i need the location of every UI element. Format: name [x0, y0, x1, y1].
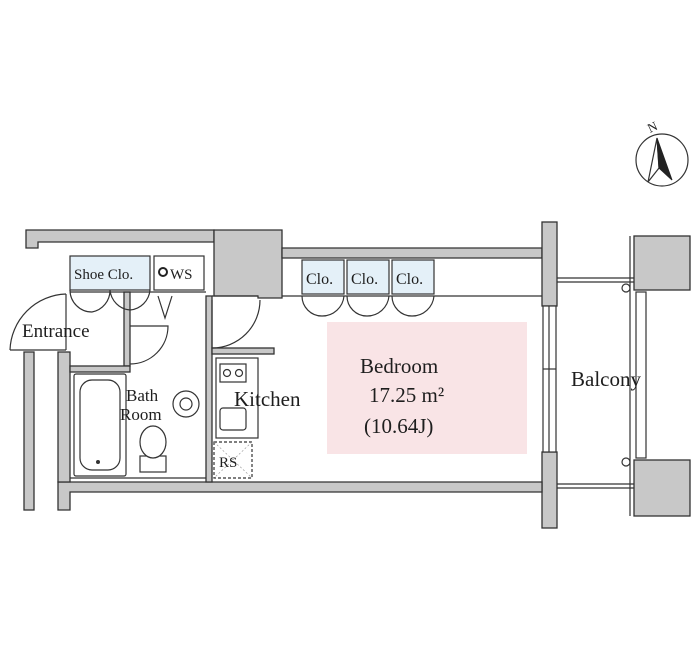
compass-circle — [635, 133, 689, 187]
wall-top-left — [25, 229, 215, 249]
ws-v-mark — [157, 295, 173, 320]
stove-icon — [219, 363, 247, 383]
bedroom-name: Bedroom — [360, 354, 438, 378]
closet-label-1: Clo. — [306, 271, 333, 288]
wall-top-right — [281, 247, 543, 259]
shoe-closet — [69, 255, 151, 313]
closet-label-3: Clo. — [396, 271, 423, 288]
shoe-closet-label: Shoe Clo. — [74, 267, 133, 283]
wall-shaft — [213, 229, 283, 299]
wall-kitchen-top — [211, 347, 275, 355]
wall-right-lower — [541, 451, 558, 529]
bath-door — [129, 325, 169, 365]
entrance-label: Entrance — [22, 321, 90, 342]
bedroom-area: 17.25 m² — [369, 383, 444, 407]
entrance-door — [9, 293, 67, 351]
north-arrow-icon — [647, 137, 673, 183]
interior-lines — [70, 291, 542, 479]
closets — [301, 259, 435, 317]
shoe-closet-box — [69, 255, 151, 291]
wall-entrance-side — [23, 351, 35, 511]
bath-label-line1: Bath — [126, 386, 159, 405]
balcony-railing — [635, 291, 647, 459]
kitchen-label: Kitchen — [234, 387, 301, 411]
kitchen-door — [211, 299, 261, 349]
ws-label: WS — [170, 267, 193, 283]
bedroom-jo: (10.64J) — [364, 414, 433, 438]
tub-drain-icon — [96, 460, 100, 464]
drain-icon — [158, 267, 168, 277]
sink-icon — [219, 407, 247, 431]
closet-1 — [301, 259, 345, 295]
closet-2 — [346, 259, 390, 295]
balcony-partition-top — [633, 235, 691, 291]
balcony-window — [542, 305, 557, 453]
bedroom-highlight — [327, 322, 527, 454]
rs-box — [213, 441, 253, 479]
wall-right-upper — [541, 221, 558, 307]
balcony-partition-bottom — [633, 459, 691, 517]
balcony-label: Balcony — [571, 367, 641, 391]
toilet-bowl-icon — [139, 425, 167, 459]
washing-space — [153, 255, 205, 320]
wall-bath-ceiling — [69, 365, 131, 373]
compass-north-label: N — [645, 118, 660, 136]
wall-bottom — [57, 481, 543, 511]
wall-left — [57, 351, 71, 483]
closet-label-2: Clo. — [351, 271, 378, 288]
balcony — [557, 235, 691, 517]
rs-label: RS — [219, 455, 237, 471]
closet-3 — [391, 259, 435, 295]
bathtub-icon — [79, 379, 121, 471]
compass: N — [635, 118, 689, 187]
walls — [23, 221, 558, 529]
wall-kitchen-divider — [205, 295, 213, 483]
kitchen — [213, 357, 259, 479]
wall-bath-top — [123, 291, 131, 367]
bath-label-line2: Room — [120, 405, 162, 424]
bathroom — [73, 373, 200, 477]
